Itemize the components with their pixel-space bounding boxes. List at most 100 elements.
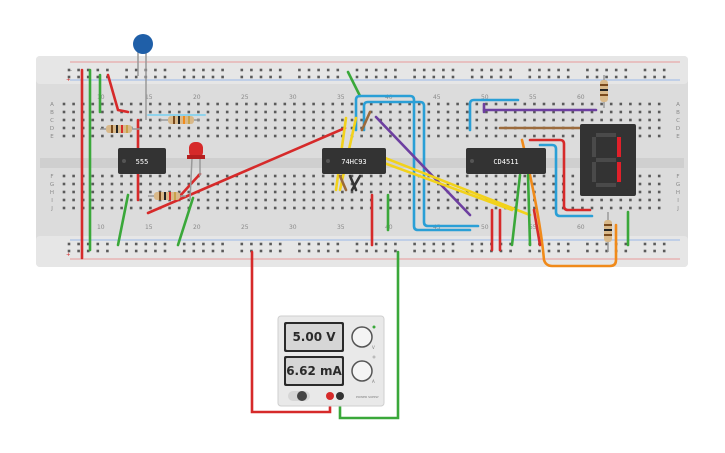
breadboard-hole[interactable]	[321, 174, 325, 178]
breadboard-hole[interactable]	[312, 206, 315, 210]
breadboard-hole[interactable]	[542, 102, 546, 106]
breadboard-hole[interactable]	[605, 68, 608, 72]
breadboard-hole[interactable]	[571, 174, 575, 178]
breadboard-hole[interactable]	[221, 75, 224, 79]
breadboard-hole[interactable]	[523, 190, 527, 194]
breadboard-hole[interactable]	[341, 190, 344, 194]
breadboard-hole[interactable]	[341, 118, 344, 122]
breadboard-hole[interactable]	[379, 174, 383, 178]
breadboard-hole[interactable]	[542, 182, 546, 186]
breadboard-hole[interactable]	[600, 110, 603, 114]
breadboard-hole[interactable]	[235, 102, 239, 106]
breadboard-hole[interactable]	[638, 190, 642, 194]
breadboard-hole[interactable]	[365, 249, 368, 253]
breadboard-hole[interactable]	[470, 249, 474, 253]
breadboard-hole[interactable]	[657, 102, 661, 106]
breadboard-hole[interactable]	[101, 206, 104, 210]
breadboard-hole[interactable]	[139, 182, 143, 186]
breadboard-hole[interactable]	[350, 198, 354, 202]
breadboard-hole[interactable]	[321, 118, 325, 122]
breadboard-hole[interactable]	[77, 68, 80, 72]
breadboard-hole[interactable]	[225, 110, 229, 114]
breadboard-hole[interactable]	[523, 198, 527, 202]
breadboard-hole[interactable]	[379, 206, 383, 210]
breadboard-hole[interactable]	[302, 198, 306, 202]
breadboard-hole[interactable]	[125, 75, 128, 79]
breadboard-hole[interactable]	[398, 198, 402, 202]
breadboard-hole[interactable]	[96, 249, 100, 253]
breadboard-hole[interactable]	[283, 182, 287, 186]
breadboard-hole[interactable]	[408, 102, 411, 106]
wire-green-555-gnd[interactable]	[116, 193, 130, 247]
wire-green-counter-top[interactable]	[346, 70, 362, 98]
breadboard-hole[interactable]	[67, 242, 71, 246]
breadboard-hole[interactable]	[384, 249, 388, 253]
breadboard-hole[interactable]	[557, 68, 560, 72]
breadboard-hole[interactable]	[648, 126, 651, 130]
breadboard-hole[interactable]	[283, 206, 287, 210]
breadboard-hole[interactable]	[254, 182, 258, 186]
breadboard-hole[interactable]	[225, 126, 229, 130]
breadboard-hole[interactable]	[446, 134, 450, 138]
wire-black-counter-b[interactable]	[350, 174, 362, 192]
breadboard-hole[interactable]	[331, 174, 335, 178]
breadboard-hole[interactable]	[62, 206, 66, 210]
breadboard-hole[interactable]	[360, 190, 363, 194]
breadboard-hole[interactable]	[202, 75, 205, 79]
breadboard-hole[interactable]	[619, 118, 623, 122]
breadboard-hole[interactable]	[465, 190, 469, 194]
breadboard-hole[interactable]	[437, 110, 440, 114]
breadboard-hole[interactable]	[379, 118, 383, 122]
breadboard-hole[interactable]	[91, 174, 95, 178]
breadboard-hole[interactable]	[437, 102, 440, 106]
breadboard-hole[interactable]	[312, 198, 315, 202]
breadboard-hole[interactable]	[389, 182, 392, 186]
breadboard-hole[interactable]	[101, 110, 104, 114]
breadboard-hole[interactable]	[384, 68, 388, 72]
breadboard-hole[interactable]	[494, 182, 498, 186]
breadboard-hole[interactable]	[581, 118, 584, 122]
breadboard-hole[interactable]	[235, 198, 239, 202]
breadboard-hole[interactable]	[72, 118, 75, 122]
resistor-4[interactable]	[600, 75, 608, 108]
breadboard-hole[interactable]	[446, 118, 450, 122]
breadboard-hole[interactable]	[547, 242, 551, 246]
breadboard-hole[interactable]	[494, 206, 498, 210]
breadboard-hole[interactable]	[619, 206, 623, 210]
breadboard-hole[interactable]	[245, 190, 248, 194]
breadboard-hole[interactable]	[293, 102, 296, 106]
breadboard-hole[interactable]	[446, 102, 450, 106]
breadboard-hole[interactable]	[331, 134, 335, 138]
breadboard-hole[interactable]	[91, 134, 95, 138]
wire-orange-display[interactable]	[520, 138, 618, 268]
breadboard-hole[interactable]	[302, 110, 306, 114]
breadboard-hole[interactable]	[91, 126, 95, 130]
breadboard-hole[interactable]	[158, 134, 162, 138]
breadboard-hole[interactable]	[389, 118, 392, 122]
breadboard-hole[interactable]	[62, 126, 66, 130]
breadboard-hole[interactable]	[298, 242, 301, 246]
breadboard-hole[interactable]	[149, 110, 152, 114]
breadboard-hole[interactable]	[273, 134, 277, 138]
positive-terminal[interactable]	[326, 392, 334, 400]
breadboard-hole[interactable]	[221, 242, 224, 246]
breadboard-hole[interactable]	[163, 75, 167, 79]
breadboard-hole[interactable]	[302, 102, 306, 106]
breadboard-hole[interactable]	[149, 134, 152, 138]
breadboard-hole[interactable]	[273, 206, 277, 210]
breadboard-hole[interactable]	[365, 75, 368, 79]
breadboard-hole[interactable]	[552, 182, 555, 186]
power-supply[interactable]: 5.00 V 6.62 mA V A POWER SUPPLY	[277, 315, 385, 407]
breadboard-hole[interactable]	[273, 118, 277, 122]
breadboard-hole[interactable]	[590, 198, 594, 202]
breadboard-hole[interactable]	[168, 102, 171, 106]
breadboard-hole[interactable]	[643, 68, 647, 72]
breadboard-hole[interactable]	[187, 174, 191, 178]
breadboard-hole[interactable]	[417, 134, 421, 138]
breadboard-hole[interactable]	[417, 182, 421, 186]
breadboard-hole[interactable]	[293, 110, 296, 114]
breadboard-hole[interactable]	[273, 102, 277, 106]
breadboard-hole[interactable]	[206, 190, 210, 194]
breadboard-hole[interactable]	[542, 134, 546, 138]
breadboard-hole[interactable]	[494, 126, 498, 130]
